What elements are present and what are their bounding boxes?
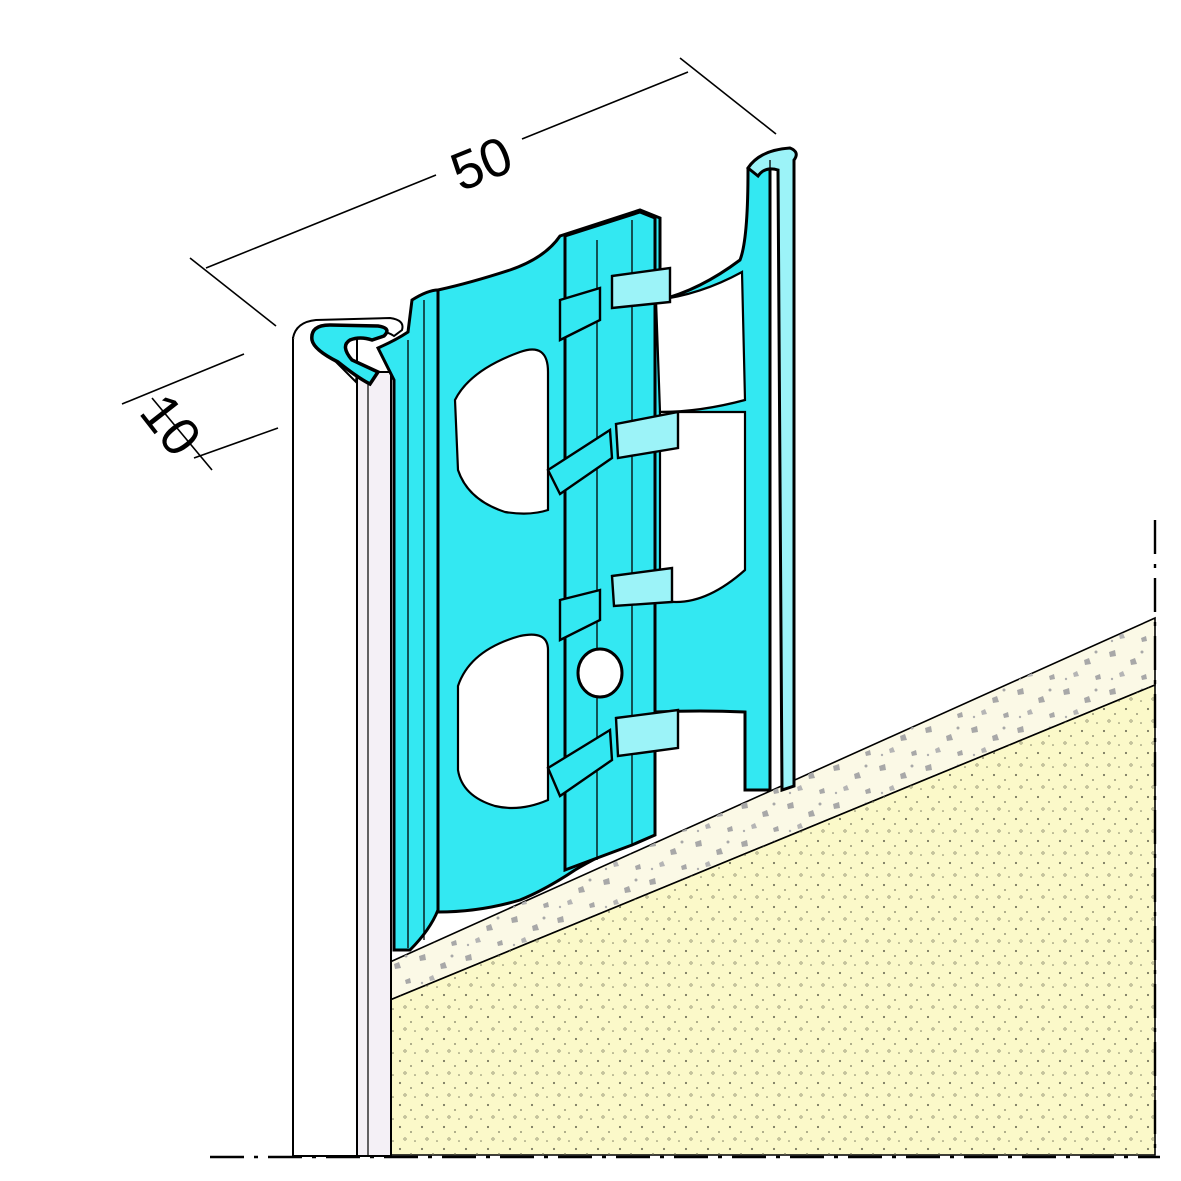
dimension-10 — [121, 353, 279, 471]
fixing-hole — [576, 647, 624, 699]
dimension-label-width: 50 — [443, 125, 521, 203]
dimension-50 — [189, 57, 777, 327]
expanded-metal-profile — [375, 146, 798, 952]
plaster-substrate — [210, 520, 1160, 1159]
mesh-opening — [453, 348, 550, 515]
mesh-strands — [546, 266, 680, 798]
bead-nose — [292, 316, 404, 1157]
mesh-opening — [456, 633, 550, 810]
